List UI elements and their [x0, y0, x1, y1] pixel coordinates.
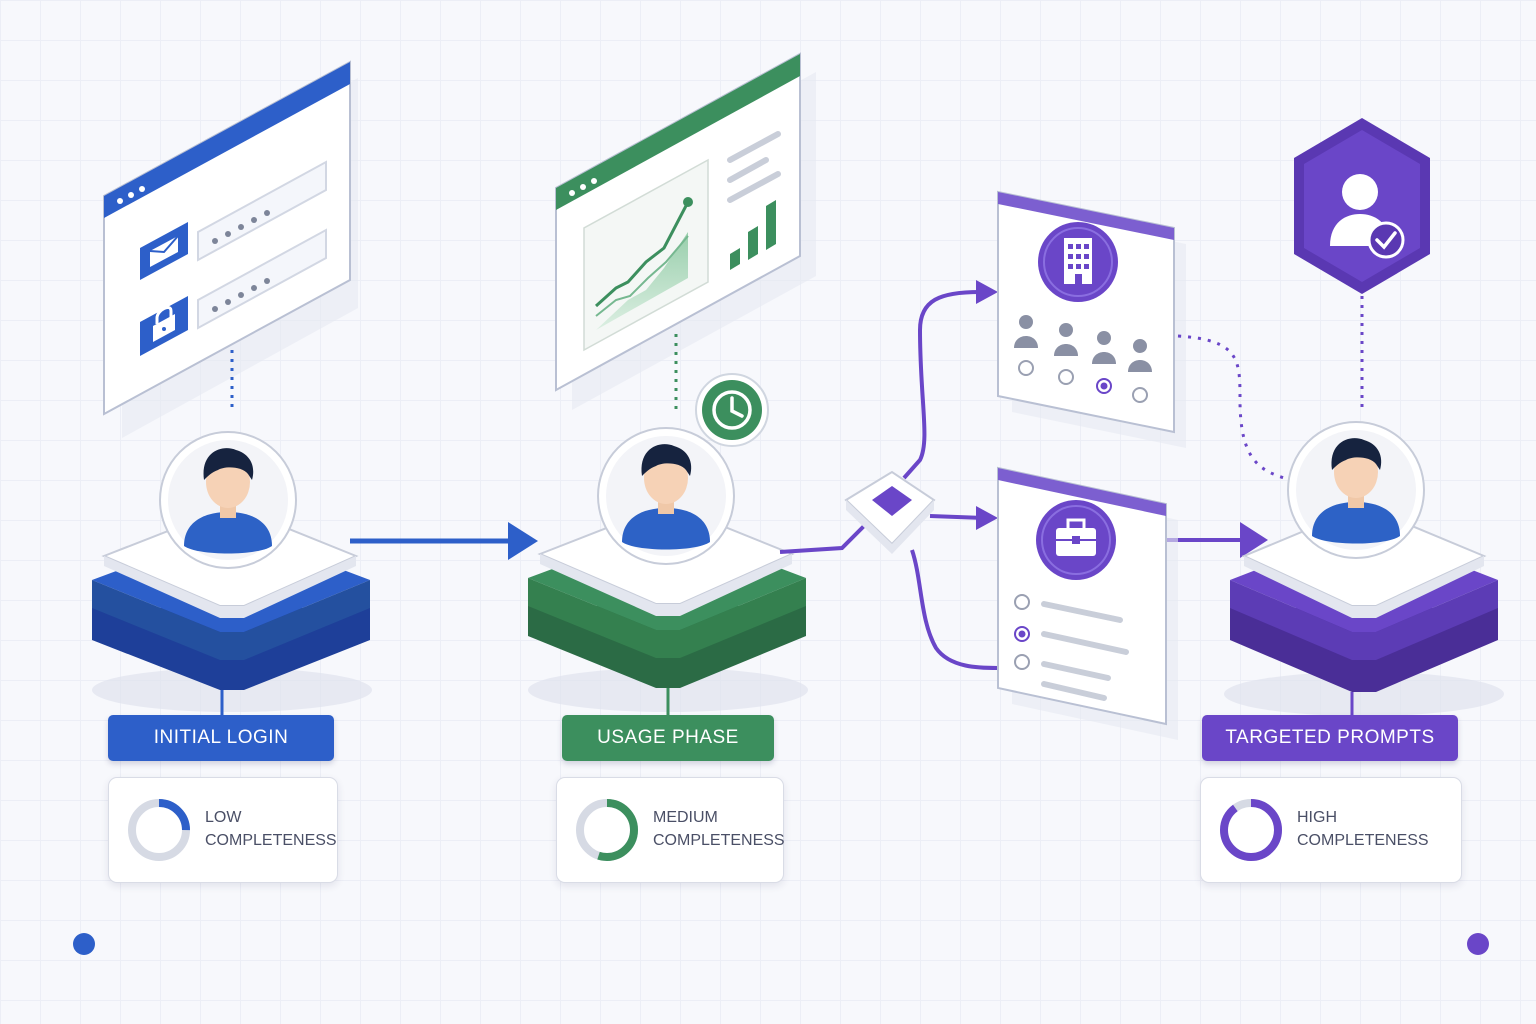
envelope-icon: [140, 222, 188, 280]
completeness-level: High: [1297, 809, 1337, 826]
user-avatar-icon: [1287, 421, 1425, 559]
completeness-card-high: HighCompleteness: [1200, 777, 1462, 883]
completeness-ring-high: [1220, 799, 1282, 861]
briefcase-icon: [1036, 500, 1116, 580]
line-chart-icon: [583, 158, 709, 352]
arrow-head-purple: [976, 280, 998, 304]
completeness-label: Completeness: [205, 832, 337, 849]
people-icon: [1014, 315, 1152, 372]
role-selection-card: [997, 466, 1178, 740]
stage-label-targeted-prompts: Targeted Prompts: [1202, 715, 1458, 761]
completeness-label: Completeness: [1297, 832, 1429, 849]
company-selection-card: [997, 190, 1186, 448]
clock-icon: [695, 373, 769, 447]
completeness-ring-medium: [576, 799, 638, 861]
building-icon: [1038, 222, 1118, 302]
arrow-head-blue: [508, 522, 538, 560]
user-avatar-icon: [597, 427, 735, 565]
arrow-head-purple: [1240, 522, 1268, 558]
completeness-label: Completeness: [653, 832, 785, 849]
timeline-start-marker: [73, 933, 95, 955]
branch-connectors: [779, 290, 1244, 670]
timeline: [73, 933, 1489, 955]
stage-label-usage-phase: Usage Phase: [562, 715, 774, 761]
completeness-ring-low: [128, 799, 190, 861]
completeness-card-low: LowCompleteness: [108, 777, 338, 883]
connector-dotted-company: [1177, 334, 1285, 480]
lock-icon: [140, 296, 188, 356]
timeline-end-marker: [1467, 933, 1489, 955]
completeness-card-medium: MediumCompleteness: [556, 777, 785, 883]
analytics-window: [555, 52, 816, 410]
stage-label-initial-login: Initial Login: [108, 715, 334, 761]
email-field: [197, 160, 327, 262]
password-field: [197, 228, 327, 330]
completeness-level: Medium: [653, 809, 718, 826]
completeness-level: Low: [205, 809, 242, 826]
decision-node: [844, 470, 936, 554]
user-avatar-icon: [159, 431, 297, 569]
verified-user-shield-icon: [1294, 118, 1430, 294]
bar-chart-icon: [730, 200, 776, 270]
login-window: [103, 60, 358, 438]
arrow-head-purple: [976, 506, 998, 530]
